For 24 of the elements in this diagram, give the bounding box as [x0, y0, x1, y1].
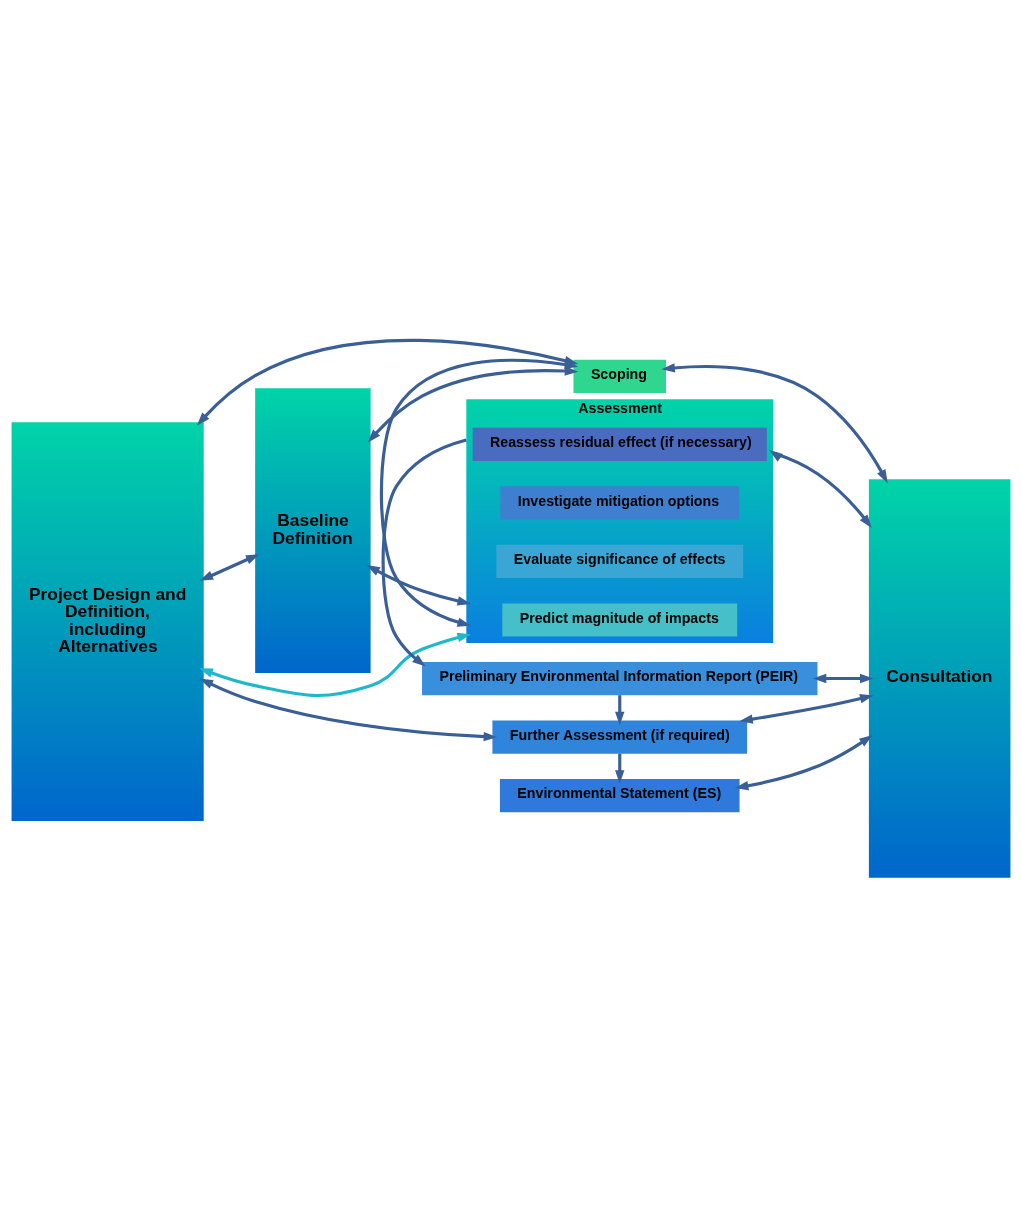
arrow [615, 694, 625, 725]
node-box: Environmental Statement (ES) [499, 778, 740, 812]
node-box: Evaluate significance of effects [496, 544, 744, 578]
node-box: Further Assessment (if required) [492, 719, 748, 754]
arrow [199, 678, 498, 741]
node-box: Scoping [573, 359, 666, 393]
node-box: Reassess residual effect (if necessary) [472, 427, 767, 461]
arrow [366, 564, 471, 606]
node-box: Project Design and Definition, including Alternatives [11, 421, 204, 821]
arrow [381, 437, 467, 666]
arrow [661, 362, 888, 483]
arrow [734, 734, 873, 790]
node-box: Consultation [868, 478, 1011, 878]
arrow [199, 632, 471, 697]
arrow [379, 358, 579, 627]
arrow [812, 673, 874, 683]
arrow [739, 693, 874, 724]
arrow [769, 449, 872, 528]
node-box: Preliminary Environmental Information Report (PEIR) [422, 661, 818, 695]
node-box: Investigate mitigation options [500, 485, 740, 520]
node-box: Baseline Definition [255, 387, 371, 673]
arrow [199, 553, 260, 581]
arrow [367, 365, 579, 443]
node-box: Predict magnitude of impacts [502, 602, 738, 637]
